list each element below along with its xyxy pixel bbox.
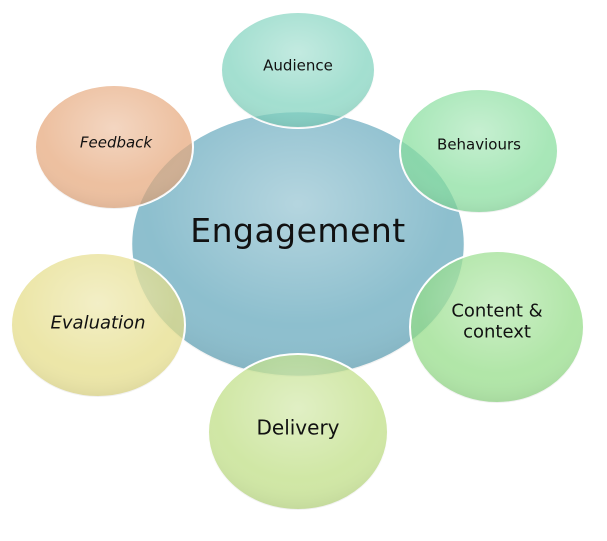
behaviours-circle-shine [400,89,558,213]
content-context-label: Content & context [451,301,542,342]
evaluation-circle-shine [11,253,185,397]
content-label-line1: Content & [451,300,543,322]
audience-circle-shine [221,12,375,128]
content-context-circle-shine [410,251,584,403]
content-label-line2: context [463,321,531,342]
behaviours-label: Behaviours [437,135,521,154]
delivery-label: Delivery [256,415,340,440]
evaluation-label: Evaluation [50,312,146,334]
engagement-circle-shine [131,111,465,377]
feedback-circle-shine [35,85,193,209]
delivery-circle-shine [208,354,388,510]
engagement-label: Engagement [190,211,406,251]
audience-label: Audience [263,56,333,75]
feedback-label: Feedback [79,133,153,152]
